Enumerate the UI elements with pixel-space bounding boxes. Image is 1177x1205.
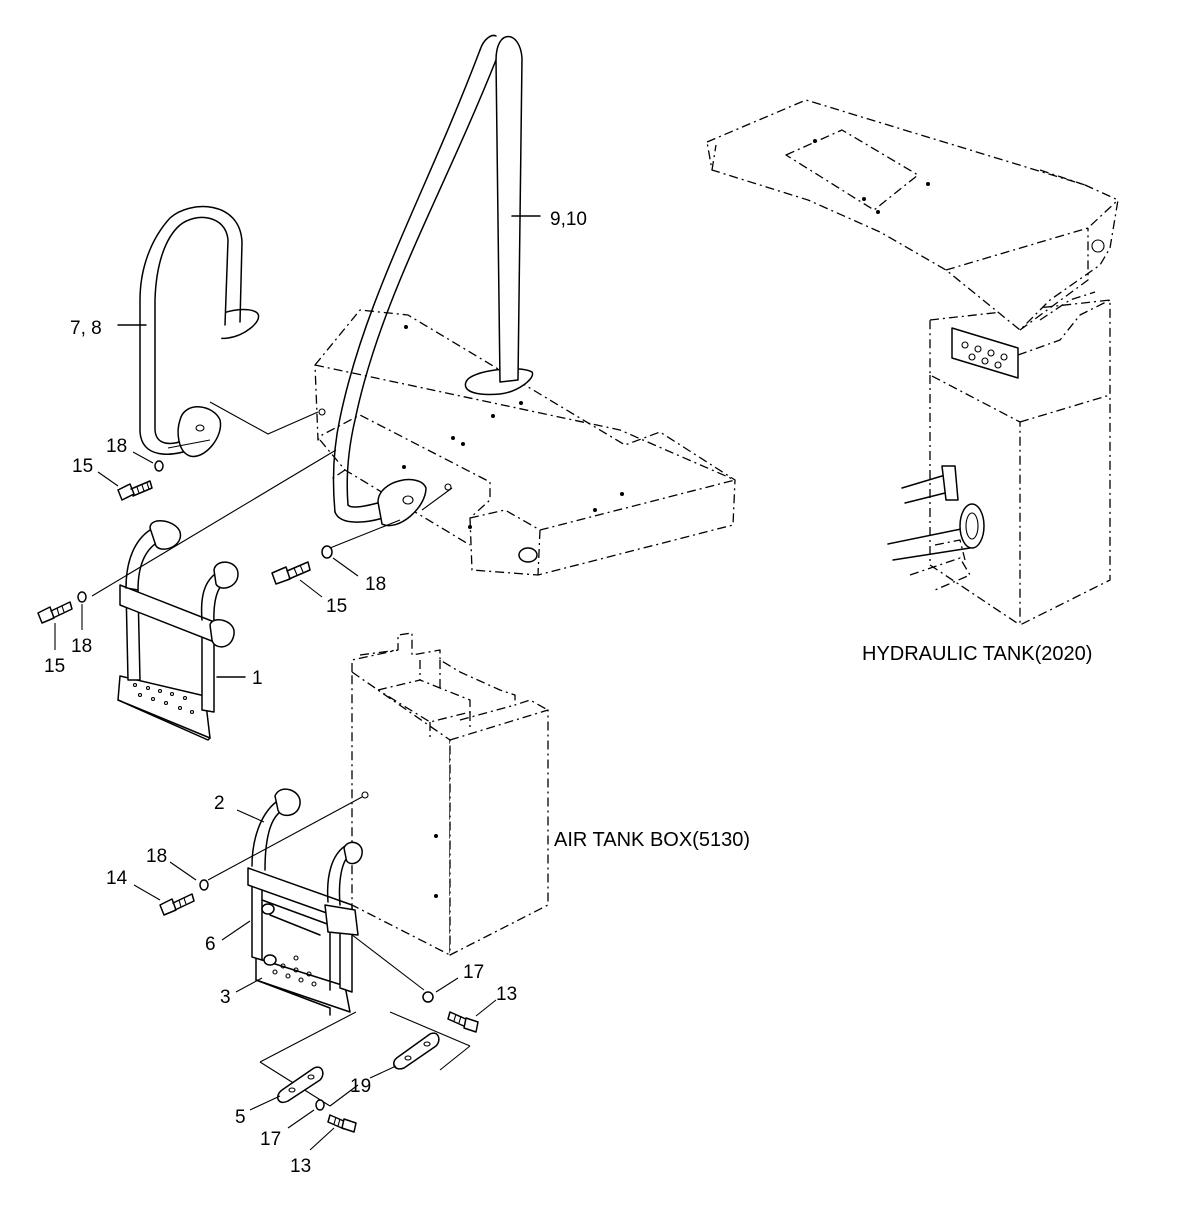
callout-6: 6 [205, 934, 216, 955]
washer-18-d [199, 879, 209, 891]
callout-1: 1 [252, 668, 263, 689]
callout-19: 19 [350, 1076, 371, 1097]
callout-9-10: 9,10 [550, 209, 587, 230]
washer-17-b [315, 1099, 325, 1111]
callout-7-8: 7, 8 [70, 318, 102, 339]
air-tank-box-label: AIR TANK BOX(5130) [554, 829, 750, 851]
callout-18-b: 18 [365, 574, 386, 595]
callout-14: 14 [106, 868, 128, 889]
air-tank-box-drawing [351, 632, 549, 956]
washer-18-c [77, 591, 87, 603]
callout-3: 3 [220, 987, 231, 1008]
bolt-14 [159, 893, 195, 916]
hydraulic-tank-drawing [706, 99, 1119, 626]
callout-15-b: 15 [326, 596, 347, 617]
main-frame-drawing [314, 309, 736, 576]
small-handrail-drawing [139, 205, 260, 458]
bolt-13-a [447, 1011, 479, 1033]
step-1-drawing [117, 520, 239, 741]
bolt-15-a [117, 480, 153, 501]
step-2-assembly-drawing [247, 788, 363, 1016]
bolt-15-b [271, 561, 311, 585]
tall-handrail-drawing [332, 34, 534, 527]
bolt-15-c [37, 601, 73, 624]
bolt-13-b [327, 1114, 357, 1133]
washer-18-a [154, 460, 164, 472]
callout-13-a: 13 [496, 984, 517, 1005]
callout-17-b: 17 [260, 1129, 281, 1150]
plate-19 [393, 1032, 440, 1070]
callout-15-a: 15 [72, 456, 93, 477]
callout-15-c: 15 [44, 656, 65, 677]
callout-18-c: 18 [71, 636, 92, 657]
callout-18-d: 18 [146, 846, 167, 867]
callout-2: 2 [214, 793, 225, 814]
callout-13-b: 13 [290, 1156, 311, 1177]
callout-5: 5 [235, 1107, 246, 1128]
washer-17-a [422, 991, 434, 1003]
washer-18-b [321, 545, 333, 559]
hydraulic-tank-label: HYDRAULIC TANK(2020) [862, 643, 1092, 665]
callout-18-a: 18 [106, 436, 127, 457]
callout-17-a: 17 [463, 962, 484, 983]
